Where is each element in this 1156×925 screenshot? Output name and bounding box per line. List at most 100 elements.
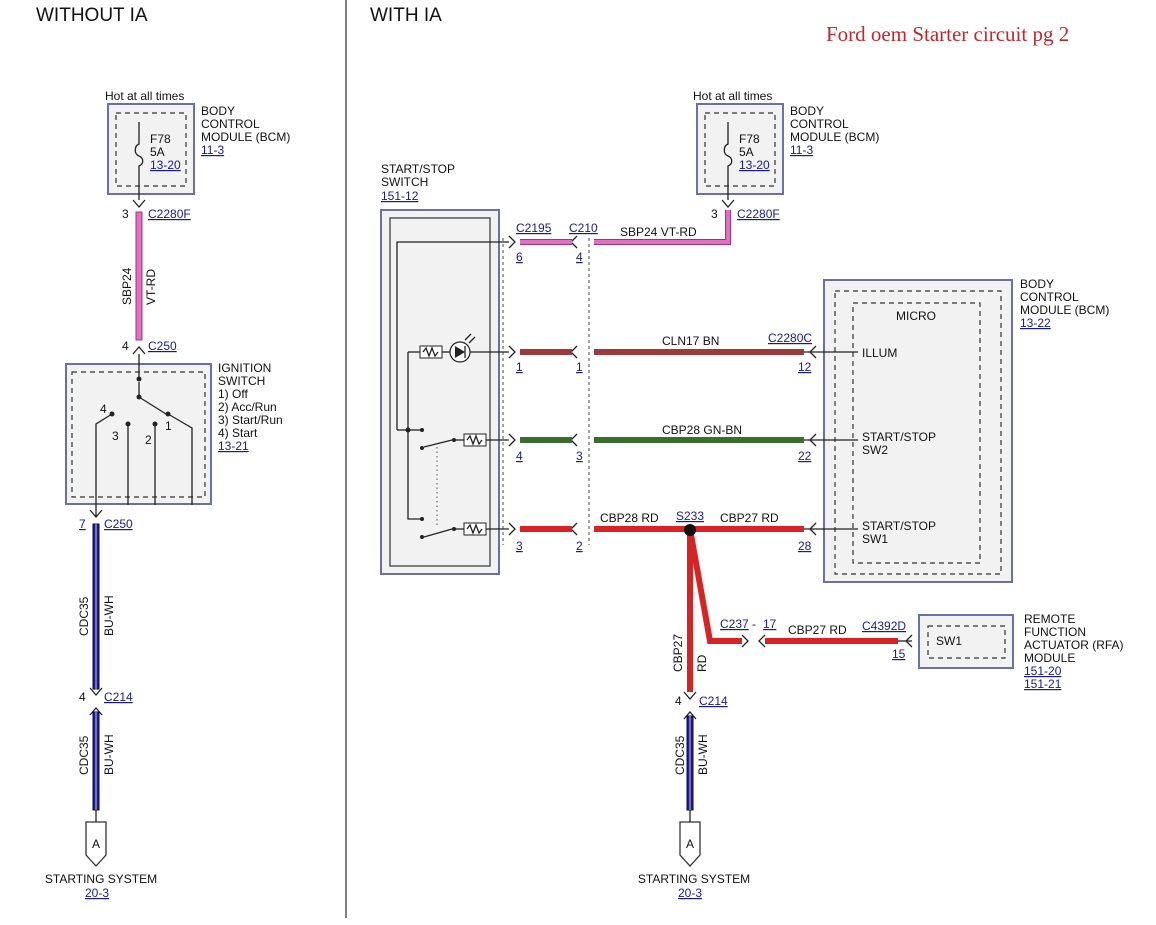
pin-number: 1	[516, 360, 523, 374]
fuse-name: F78	[150, 132, 171, 146]
pin-number: 6	[516, 250, 523, 264]
wire-color-label: BU-WH	[102, 595, 116, 636]
bcm-main-label-1: BODY	[1020, 277, 1054, 291]
bcm-main-label-3: MODULE (BCM)	[1020, 303, 1109, 317]
bcm-main-inner	[834, 290, 1002, 575]
rfa-sw1-label: SW1	[936, 634, 962, 648]
fuse-ref-link[interactable]: 13-20	[150, 158, 181, 172]
bcm-label-1: BODY	[201, 104, 235, 118]
bcm-ref-link[interactable]: 11-3	[201, 143, 224, 157]
connector-chevron-icon	[89, 687, 103, 696]
connector-chevron-icon	[683, 711, 697, 720]
ign-terminal-4: 4	[100, 402, 107, 416]
wire-circuit-label: CDC35	[77, 735, 91, 775]
pin-number: 4	[122, 339, 129, 353]
micro-label: MICRO	[896, 309, 936, 323]
fuse-amps: 5A	[739, 145, 754, 159]
wire-sw1-left-label: CBP28 RD	[600, 511, 659, 525]
wire-rfa-label: CBP27 RD	[788, 623, 847, 637]
right-section-title: WITH IA	[370, 5, 442, 26]
ign-terminal-1: 1	[165, 419, 172, 433]
fuse-ref-link[interactable]: 13-20	[739, 158, 770, 172]
destination-ref-link[interactable]: 20-3	[678, 886, 702, 900]
connector-c250-bottom-link[interactable]: C250	[104, 517, 133, 531]
ign-terminal-3: 3	[112, 429, 119, 443]
rfa-label-1: REMOTE	[1024, 612, 1075, 626]
bcm-label-2: CONTROL	[201, 117, 260, 131]
ign-ref-link[interactable]: 13-21	[218, 439, 249, 453]
destination-ref-link[interactable]: 20-3	[85, 886, 109, 900]
connector-c4392d-link[interactable]: C4392D	[862, 619, 906, 633]
ign-label-1: IGNITION	[218, 361, 271, 375]
bcm-ref-link[interactable]: 11-3	[790, 143, 813, 157]
hot-at-all-times-label: Hot at all times	[693, 89, 772, 103]
pin-number: 22	[798, 449, 812, 463]
wire-color-label: RD	[695, 654, 709, 672]
wire-sw2-label: CBP28 GN-BN	[662, 423, 742, 437]
connector-chevron-icon	[683, 691, 697, 700]
wire-circuit-label: SBP24	[120, 267, 134, 305]
connector-c2280f-link[interactable]: C2280F	[737, 207, 780, 221]
wire-cbp27-rd-branch	[687, 528, 742, 644]
bcm-main-label-2: CONTROL	[1020, 290, 1079, 304]
pin-number: 4	[576, 250, 583, 264]
wire-color-label: BU-WH	[696, 734, 710, 775]
rfa-ref-link-2[interactable]: 151-21	[1024, 677, 1062, 691]
connector-chevron-icon	[721, 199, 735, 208]
ign-pos-1: 1) Off	[218, 387, 248, 401]
splice-s233-dot	[684, 524, 696, 536]
page-arrow-icon[interactable]	[679, 821, 701, 867]
start-stop-switch-circuit	[396, 241, 509, 539]
connector-c237-link[interactable]: C237	[720, 617, 749, 631]
connector-c2195-link[interactable]: C2195	[516, 221, 552, 235]
start-stop-switch-box	[380, 209, 500, 575]
bcm-fuse-box-left	[107, 103, 195, 195]
wire-circuit-label: CDC35	[77, 596, 91, 636]
wire-sbp24-vt-rd	[135, 211, 143, 341]
ss-ref-link[interactable]: 151-12	[381, 189, 419, 203]
bcm-micro-box	[852, 302, 981, 564]
connector-c210-link[interactable]: C210	[569, 221, 598, 235]
connector-c214-link[interactable]: C214	[104, 690, 133, 704]
connector-chevron-icon	[905, 634, 913, 648]
destination-label: STARTING SYSTEM	[45, 872, 157, 886]
rfa-label-2: FUNCTION	[1024, 625, 1086, 639]
pin-number: 4	[79, 690, 86, 704]
bcm-label-3: MODULE (BCM)	[790, 130, 879, 144]
connector-c2280f-link[interactable]: C2280F	[148, 207, 191, 221]
rfa-ref-link-1[interactable]: 151-20	[1024, 664, 1062, 678]
ign-label-2: SWITCH	[218, 374, 265, 388]
pin-number: 7	[79, 517, 86, 531]
wire-color-label: BU-WH	[102, 734, 116, 775]
connector-chevron-icon	[741, 634, 749, 648]
rfa-label-4: MODULE	[1024, 651, 1075, 665]
connector-c2280c-link[interactable]: C2280C	[768, 331, 812, 345]
bcm-label-1: BODY	[790, 104, 824, 118]
connector-c214-link[interactable]: C214	[699, 694, 728, 708]
ign-pos-2: 2) Acc/Run	[218, 400, 277, 414]
wire-sw1-right-label: CBP27 RD	[720, 511, 779, 525]
bcm-label-3: MODULE (BCM)	[201, 130, 290, 144]
bcm-fuse-box-right	[696, 103, 784, 195]
pin-number: 4	[675, 694, 682, 708]
bcm-input-sw2-2: SW2	[862, 443, 888, 457]
fuse-icon	[134, 122, 144, 200]
rfa-module-inner	[927, 625, 1006, 659]
pin-number: 15	[892, 647, 906, 661]
ign-pos-4: 4) Start	[218, 426, 258, 440]
connector-chevron-icon	[132, 199, 146, 208]
fuse-icon	[723, 122, 733, 200]
ign-pos-3: 3) Start/Run	[218, 413, 283, 427]
connector-c250-link[interactable]: C250	[148, 339, 177, 353]
wire-color-label: VT-RD	[144, 269, 158, 305]
page-arrow-icon[interactable]	[85, 821, 107, 867]
wire-illum-label: CLN17 BN	[662, 334, 719, 348]
splice-s233-link[interactable]: S233	[676, 509, 704, 523]
fuse-name: F78	[739, 132, 760, 146]
hot-at-all-times-label: Hot at all times	[105, 89, 184, 103]
wire-circuit-label: CDC35	[673, 735, 687, 775]
connector-chevron-icon	[758, 634, 766, 648]
bcm-main-ref-link[interactable]: 13-22	[1020, 316, 1051, 330]
connector-chevron-icon	[508, 235, 817, 536]
